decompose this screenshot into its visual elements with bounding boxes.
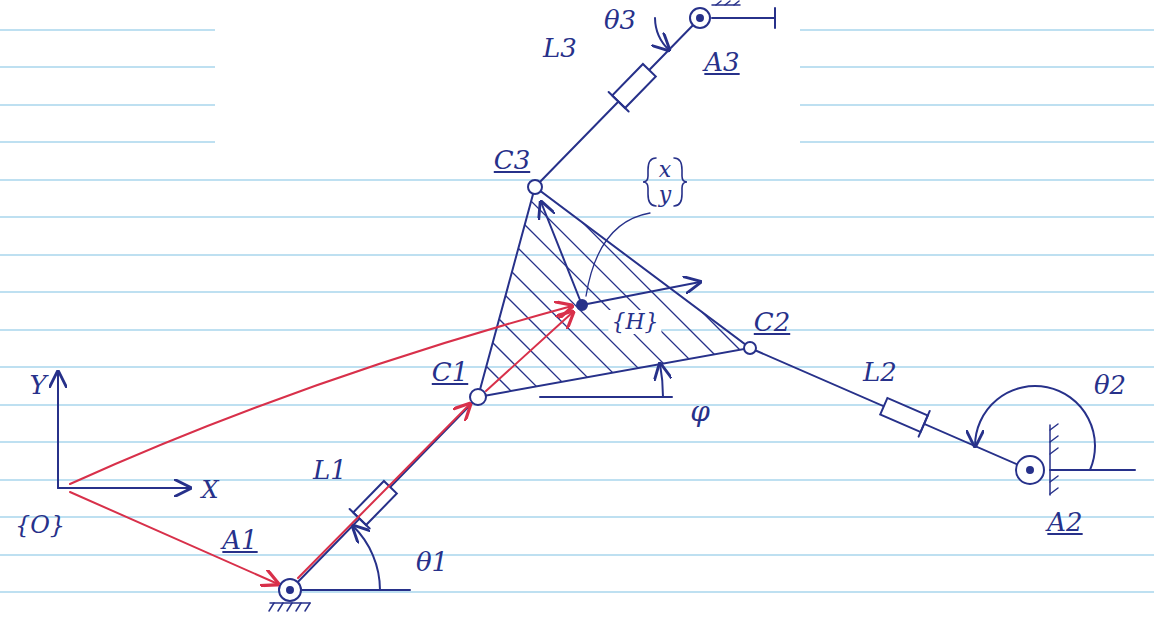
sketch-label: C1 <box>432 359 468 385</box>
reference-line <box>302 589 410 591</box>
brace <box>674 158 687 206</box>
ground-hatch <box>269 603 310 611</box>
sketch-label: Y <box>29 372 46 398</box>
angle-arc <box>353 526 380 590</box>
angle-arc <box>655 18 669 50</box>
sketch-label: C3 <box>494 147 530 173</box>
sketch-label: θ1 <box>416 549 448 575</box>
ground-hatch <box>712 1 740 5</box>
reference-line <box>1050 469 1135 471</box>
leg-1 <box>290 397 478 590</box>
sketch-label: A1 <box>222 527 257 553</box>
revolute-joint <box>528 180 542 194</box>
sketch-label: θ2 <box>1094 372 1126 398</box>
position-vector <box>298 404 470 578</box>
reference-line <box>540 396 672 398</box>
reference-tick <box>774 8 776 28</box>
sketch-label: L3 <box>543 35 577 61</box>
sketch-label: φ <box>690 398 710 426</box>
pivot-pin <box>287 587 293 593</box>
position-vector <box>70 492 278 584</box>
revolute-joint <box>470 389 486 405</box>
leader-line <box>586 213 650 296</box>
sketch-label: {H} <box>608 310 661 334</box>
brace <box>643 158 656 206</box>
frame-axis <box>582 282 700 305</box>
position-vector <box>70 306 572 484</box>
sketch-label: C2 <box>754 309 790 335</box>
sketch-label: x <box>659 159 671 181</box>
base-pivot <box>1016 456 1044 484</box>
frame-axis <box>541 202 582 305</box>
platform-hatch <box>210 120 970 460</box>
sketch-label: L2 <box>863 359 897 385</box>
base-pivot <box>279 579 301 601</box>
wall-hatch <box>1050 424 1058 495</box>
paper-patch <box>215 0 800 172</box>
sketch-label: A2 <box>1047 509 1082 535</box>
sketch-label: X <box>201 478 218 502</box>
sketch-label: L1 <box>313 457 347 483</box>
reference-line <box>712 17 775 19</box>
angle-arc <box>975 386 1095 470</box>
revolute-joint <box>744 342 756 354</box>
sketch-label: {O} <box>15 513 65 537</box>
pivot-pin <box>697 15 703 21</box>
y-axis <box>57 372 59 488</box>
prismatic-joint <box>878 393 930 436</box>
sketch-label: y <box>659 184 671 206</box>
moving-platform <box>478 187 750 397</box>
sketch-label: θ3 <box>604 7 636 33</box>
position-vector <box>486 312 573 391</box>
leg-3 <box>535 18 700 187</box>
sketch-label: A3 <box>704 49 739 75</box>
prismatic-joint <box>609 60 660 111</box>
pivot-pin <box>1027 467 1033 473</box>
x-axis <box>58 487 190 489</box>
prismatic-joint <box>350 477 401 528</box>
base-pivot <box>690 8 710 28</box>
angle-arc <box>660 364 663 397</box>
